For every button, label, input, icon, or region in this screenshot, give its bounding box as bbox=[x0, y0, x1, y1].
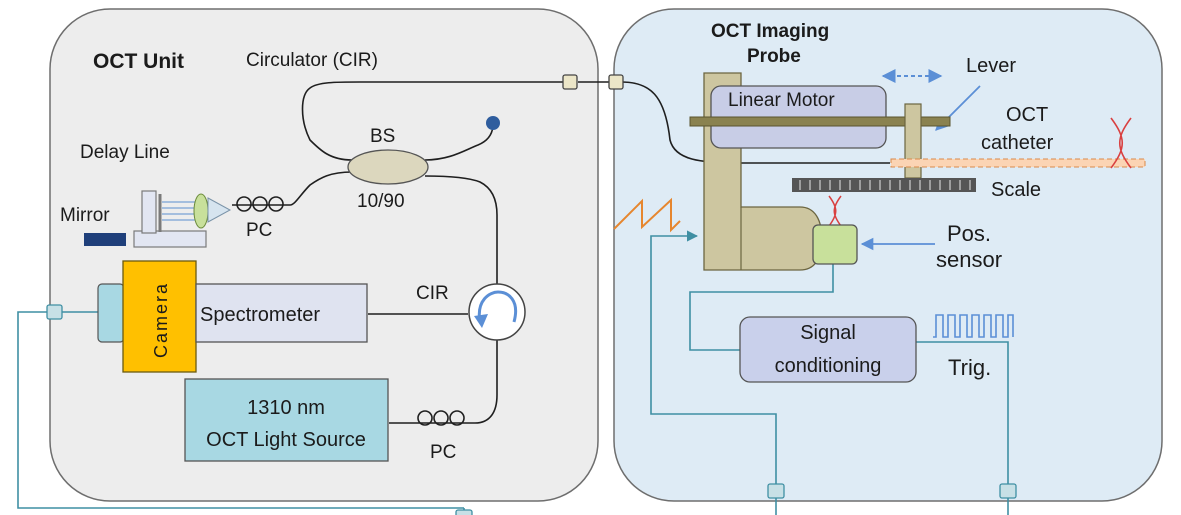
fiber-terminator-dot bbox=[486, 116, 500, 130]
probe-title-line1: OCT Imaging bbox=[711, 21, 829, 42]
fiber-connector-1 bbox=[562, 74, 578, 90]
mirror-label: Mirror bbox=[60, 205, 110, 226]
pos-sensor-line2: sensor bbox=[936, 247, 1002, 272]
bottom-connector-left bbox=[767, 483, 785, 499]
circulator-arc bbox=[477, 290, 517, 323]
spectrometer-label: Spectrometer bbox=[200, 304, 320, 326]
bs-label: BS bbox=[370, 126, 395, 147]
camera-box bbox=[122, 260, 197, 373]
mirror-block bbox=[84, 233, 126, 246]
collimator-cone bbox=[207, 197, 232, 223]
pc-source-loops bbox=[417, 410, 465, 426]
circulator-label: Circulator (CIR) bbox=[246, 50, 378, 71]
pc-delay-loops bbox=[236, 196, 284, 212]
cir-label: CIR bbox=[416, 283, 449, 304]
delay-line-label: Delay Line bbox=[80, 142, 170, 163]
spectrometer-box bbox=[195, 283, 368, 343]
oct-unit-title: OCT Unit bbox=[93, 50, 184, 73]
delay-stage-base bbox=[133, 230, 207, 248]
signal-wires bbox=[17, 230, 1009, 515]
probe-title-line2: Probe bbox=[747, 46, 801, 67]
lever-label: Lever bbox=[966, 55, 1016, 77]
catheter bbox=[890, 158, 1146, 168]
scale-label: Scale bbox=[991, 179, 1041, 201]
circulator-arrow bbox=[474, 314, 488, 328]
linear-motor-label: Linear Motor bbox=[728, 90, 835, 111]
signal-conditioning-line1: Signal bbox=[800, 322, 856, 344]
catheter-beam-focus bbox=[1110, 117, 1132, 169]
catheter-label-line1: OCT bbox=[1006, 104, 1048, 126]
sensor-beam bbox=[828, 195, 842, 227]
ramp-signal bbox=[613, 197, 681, 233]
collimator-lens bbox=[193, 193, 209, 229]
fiber-connector-2 bbox=[608, 74, 624, 90]
bottom-connector-right bbox=[999, 483, 1017, 499]
delay-stage-post bbox=[141, 190, 157, 234]
camera-lens-block bbox=[97, 283, 125, 343]
scale-ticks bbox=[799, 180, 971, 190]
pos-sensor-line1: Pos. bbox=[947, 221, 991, 246]
signal-conditioning-box bbox=[739, 316, 917, 383]
light-source-box bbox=[184, 378, 389, 462]
delay-beam-lines bbox=[162, 201, 198, 221]
pc-delay-label: PC bbox=[246, 220, 272, 241]
probe-panel bbox=[613, 8, 1163, 502]
camera-connector bbox=[46, 304, 63, 320]
trigger-pulses bbox=[933, 314, 1014, 338]
beam-splitter bbox=[347, 149, 429, 185]
bs-ratio-label: 10/90 bbox=[357, 191, 405, 212]
oct-unit-panel bbox=[49, 8, 599, 502]
pc-source-label: PC bbox=[430, 442, 456, 463]
motor-rod bbox=[689, 116, 951, 127]
position-sensor bbox=[812, 224, 858, 265]
camera-label: Camera bbox=[151, 282, 171, 358]
trig-label: Trig. bbox=[948, 355, 991, 380]
light-source-line2: OCT Light Source bbox=[206, 429, 366, 451]
light-source-line1: 1310 nm bbox=[247, 397, 325, 419]
bottom-connector-unit bbox=[455, 509, 473, 515]
catheter-label-line2: catheter bbox=[981, 132, 1054, 154]
signal-conditioning-line2: conditioning bbox=[775, 355, 882, 377]
